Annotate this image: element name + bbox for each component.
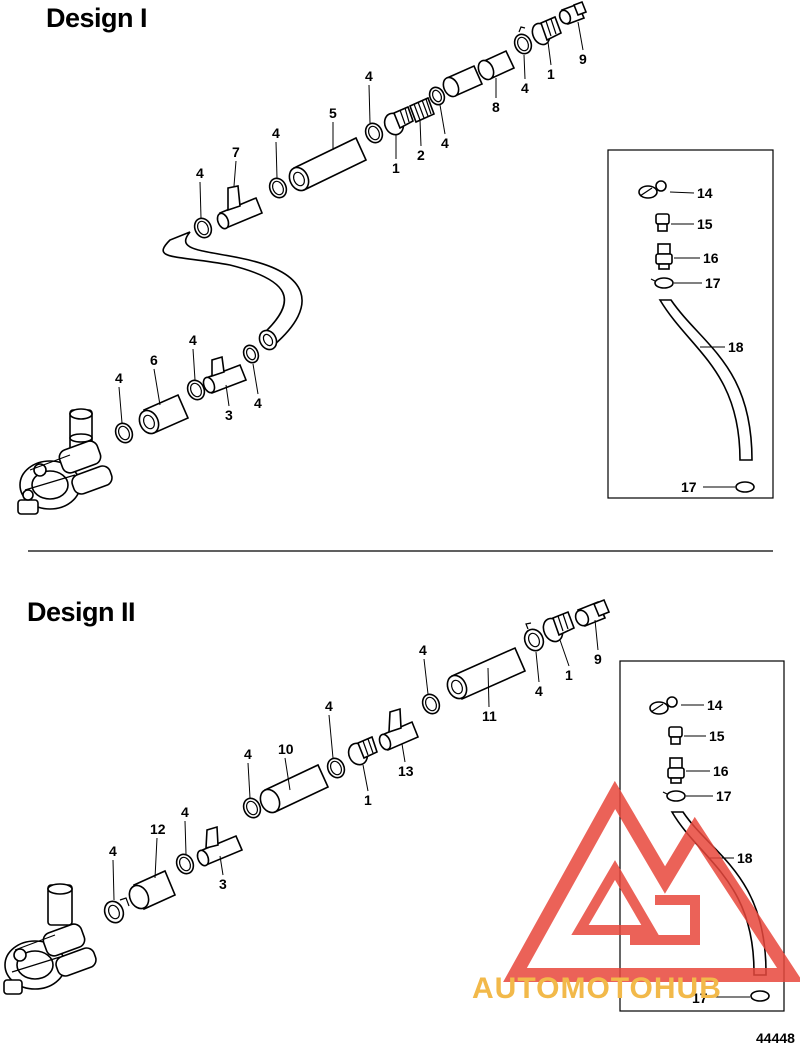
- callout-4: 4: [196, 165, 204, 181]
- hose-clamp-icon: [268, 177, 288, 199]
- hose-section-12-icon: [128, 869, 177, 911]
- callout-4: 4: [521, 80, 529, 96]
- hose-section-6-icon: [138, 393, 190, 435]
- callout-4: 4: [109, 843, 117, 859]
- hose-clamp-icon: [103, 897, 130, 924]
- callout-1: 1: [547, 66, 555, 82]
- callout-4: 4: [272, 125, 280, 141]
- callout-3: 3: [225, 407, 233, 423]
- tee-fitting-icon: [196, 825, 244, 867]
- elbow-fitting-icon: [574, 598, 611, 628]
- callout-7: 7: [232, 144, 240, 160]
- drain-clamp-icon: [650, 277, 674, 289]
- elbow-fitting-icon: [558, 0, 588, 26]
- callout-17: 17: [692, 990, 708, 1006]
- hose-section-10-icon: [259, 763, 330, 814]
- figure-number: 44448: [756, 1030, 795, 1046]
- callout-4: 4: [441, 135, 449, 151]
- callout-11: 11: [482, 708, 497, 724]
- drain-cap-icon: [649, 696, 678, 715]
- callout-10: 10: [278, 741, 294, 757]
- callout-5: 5: [329, 105, 337, 121]
- drain-clamp-icon: [662, 790, 686, 802]
- callout-18: 18: [737, 850, 753, 866]
- hose-clamp-icon: [242, 797, 262, 819]
- drain-plug-icon: [655, 213, 670, 232]
- callout-1: 1: [565, 667, 573, 683]
- hose-fitting-icon: [542, 610, 576, 643]
- callout-3: 3: [219, 876, 227, 892]
- callout-4: 4: [254, 395, 262, 411]
- hose-clamp-icon: [193, 217, 213, 239]
- watermark-text: AUTOMOTOHUB: [472, 972, 722, 1005]
- design-2-callouts: 9 1 4 11 4 13 4 1 10 4 4 12 3 4: [109, 619, 602, 901]
- design-1-drain-kit: 14 15 16 17 18 17: [607, 149, 774, 499]
- callout-4: 4: [535, 683, 543, 699]
- callout-4: 4: [365, 68, 373, 84]
- design-1-callouts: 9 1 4 8 4 2 1 4 5 4 7 4 4 6 4 3 4: [115, 21, 587, 424]
- drain-clamp-icon: [735, 481, 755, 493]
- callout-17: 17: [716, 788, 732, 804]
- hose-clamp-icon: [428, 86, 446, 106]
- drain-fitting-icon: [655, 243, 673, 270]
- hose-fitting-icon: [383, 105, 414, 136]
- hose-fitting-icon: [347, 735, 378, 766]
- hose-clamp-icon: [186, 379, 206, 401]
- callout-2: 2: [417, 147, 425, 163]
- drain-tube-icon: [658, 299, 753, 461]
- hose-section-5-icon: [288, 136, 368, 192]
- seawater-pump-icon: [17, 408, 113, 515]
- drain-clamp-icon: [750, 990, 770, 1002]
- hose-clamp-icon: [242, 344, 260, 364]
- hose-clamp-icon: [421, 693, 441, 715]
- callout-4: 4: [419, 642, 427, 658]
- design-1-title: Design I: [46, 3, 148, 33]
- hose-clamp-icon: [114, 422, 134, 444]
- callout-6: 6: [150, 352, 158, 368]
- callout-16: 16: [713, 763, 729, 779]
- callout-17: 17: [681, 479, 697, 495]
- callout-16: 16: [703, 250, 719, 266]
- callout-18: 18: [728, 339, 744, 355]
- hose-clamp-icon: [175, 853, 195, 875]
- callout-13: 13: [398, 763, 414, 779]
- callout-4: 4: [325, 698, 333, 714]
- tee-fitting-icon: [378, 707, 420, 752]
- threaded-fitting-icon: [408, 96, 436, 124]
- callout-4: 4: [189, 332, 197, 348]
- drain-cap-icon: [638, 180, 667, 199]
- watermark-logo: [503, 780, 800, 982]
- callout-4: 4: [181, 804, 189, 820]
- hose-section-8-icon: [442, 49, 516, 98]
- hose-fitting-icon: [531, 15, 563, 46]
- drain-fitting-icon: [667, 757, 685, 784]
- callout-4: 4: [244, 746, 252, 762]
- callout-4: 4: [115, 370, 123, 386]
- callout-14: 14: [697, 185, 713, 201]
- tee-fitting-icon: [202, 355, 248, 395]
- callout-1: 1: [392, 160, 400, 176]
- hose-clamp-icon: [513, 26, 533, 55]
- seawater-pump-icon: [3, 883, 97, 995]
- design-2-title: Design II: [27, 597, 136, 627]
- drain-plug-icon: [668, 726, 683, 745]
- hose-clamp-icon: [364, 122, 384, 144]
- design-1-assembly: [17, 0, 588, 515]
- callout-9: 9: [594, 651, 602, 667]
- callout-15: 15: [709, 728, 725, 744]
- callout-17: 17: [705, 275, 721, 291]
- callout-8: 8: [492, 99, 500, 115]
- curved-hose-icon: [162, 231, 303, 351]
- hose-clamp-icon: [326, 757, 346, 779]
- hose-clamp-icon: [523, 622, 545, 652]
- callout-1: 1: [364, 792, 372, 808]
- callout-12: 12: [150, 821, 166, 837]
- callout-14: 14: [707, 697, 723, 713]
- design-2-assembly: [3, 598, 611, 995]
- callout-15: 15: [697, 216, 713, 232]
- tee-fitting-icon: [216, 185, 264, 230]
- callout-9: 9: [579, 51, 587, 67]
- hose-section-11-icon: [446, 646, 527, 701]
